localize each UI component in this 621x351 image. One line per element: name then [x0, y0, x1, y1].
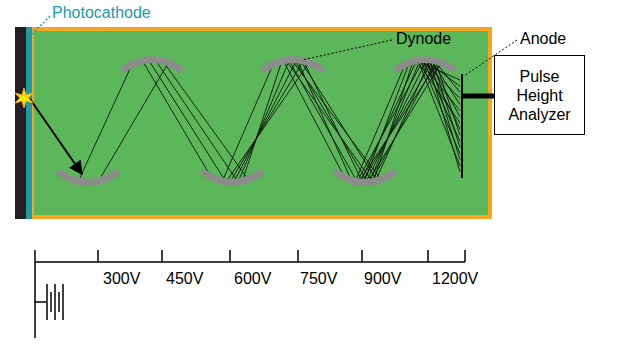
- electron-path: [359, 60, 440, 182]
- part-label: Anode: [520, 30, 566, 48]
- scale-tick: [427, 250, 429, 262]
- voltage-label: 300V: [103, 270, 140, 288]
- electron-path: [435, 60, 460, 135]
- electron-path: [432, 60, 460, 147]
- dynode: [204, 173, 260, 183]
- electron-path: [155, 60, 238, 182]
- electron-path: [238, 60, 289, 182]
- scale-tick: [229, 250, 231, 262]
- dynode: [124, 60, 180, 70]
- dynode: [60, 173, 116, 183]
- voltage-label: 600V: [234, 270, 271, 288]
- voltage-label: 450V: [166, 270, 203, 288]
- battery-symbol: [35, 262, 63, 338]
- electron-path: [366, 60, 427, 182]
- dynode: [397, 60, 453, 70]
- analyzer-box: Pulse Height Analyzer: [494, 55, 585, 135]
- electron-paths: [78, 60, 460, 182]
- electron-path: [149, 60, 226, 182]
- scale-tick: [97, 250, 99, 262]
- part-label: Dynode: [396, 30, 451, 48]
- dynode: [265, 60, 321, 70]
- window: [15, 27, 27, 219]
- box-text: Pulse Height Analyzer: [503, 67, 577, 124]
- electron-path: [370, 60, 421, 182]
- electron-path: [371, 60, 436, 182]
- electron-path: [78, 60, 134, 182]
- anode-lead: [462, 94, 494, 99]
- electron-path: [427, 60, 460, 172]
- leader-line: [30, 16, 50, 36]
- electron-path: [162, 60, 250, 182]
- electron-path: [294, 60, 367, 182]
- scale-tick: [34, 250, 36, 262]
- electron-path: [300, 60, 378, 182]
- electron-path: [430, 60, 460, 160]
- electron-path: [142, 60, 214, 182]
- electron-path: [360, 60, 416, 182]
- dynode: [337, 173, 393, 183]
- scale-tick: [464, 250, 466, 262]
- photon-flash: [15, 88, 33, 108]
- leader-line: [302, 40, 392, 60]
- electron-path: [362, 60, 433, 182]
- electron-path: [234, 60, 297, 182]
- electron-path: [357, 60, 424, 182]
- electron-path: [242, 60, 282, 182]
- electron-path: [297, 60, 352, 182]
- voltage-label: 750V: [300, 270, 337, 288]
- part-label: Photocathode: [52, 4, 151, 22]
- scale-tick: [161, 250, 163, 262]
- electron-path: [373, 60, 413, 182]
- electron-path: [286, 60, 373, 182]
- tube-envelope: [32, 29, 490, 217]
- voltage-label: 900V: [364, 270, 401, 288]
- scale-tick: [297, 250, 299, 262]
- electron-path: [375, 60, 430, 182]
- photocathode-layer: [26, 27, 32, 219]
- photoelectron-arrow: [30, 99, 82, 174]
- electron-path: [303, 60, 362, 182]
- scale-tick: [361, 250, 363, 262]
- voltage-label: 1200V: [432, 270, 478, 288]
- dynodes: [60, 60, 453, 183]
- electron-path: [289, 60, 358, 182]
- electron-path: [364, 60, 410, 182]
- electron-path: [98, 60, 170, 182]
- electron-path: [226, 60, 311, 182]
- voltage-scale: [35, 250, 465, 262]
- anode-plate: [461, 74, 463, 178]
